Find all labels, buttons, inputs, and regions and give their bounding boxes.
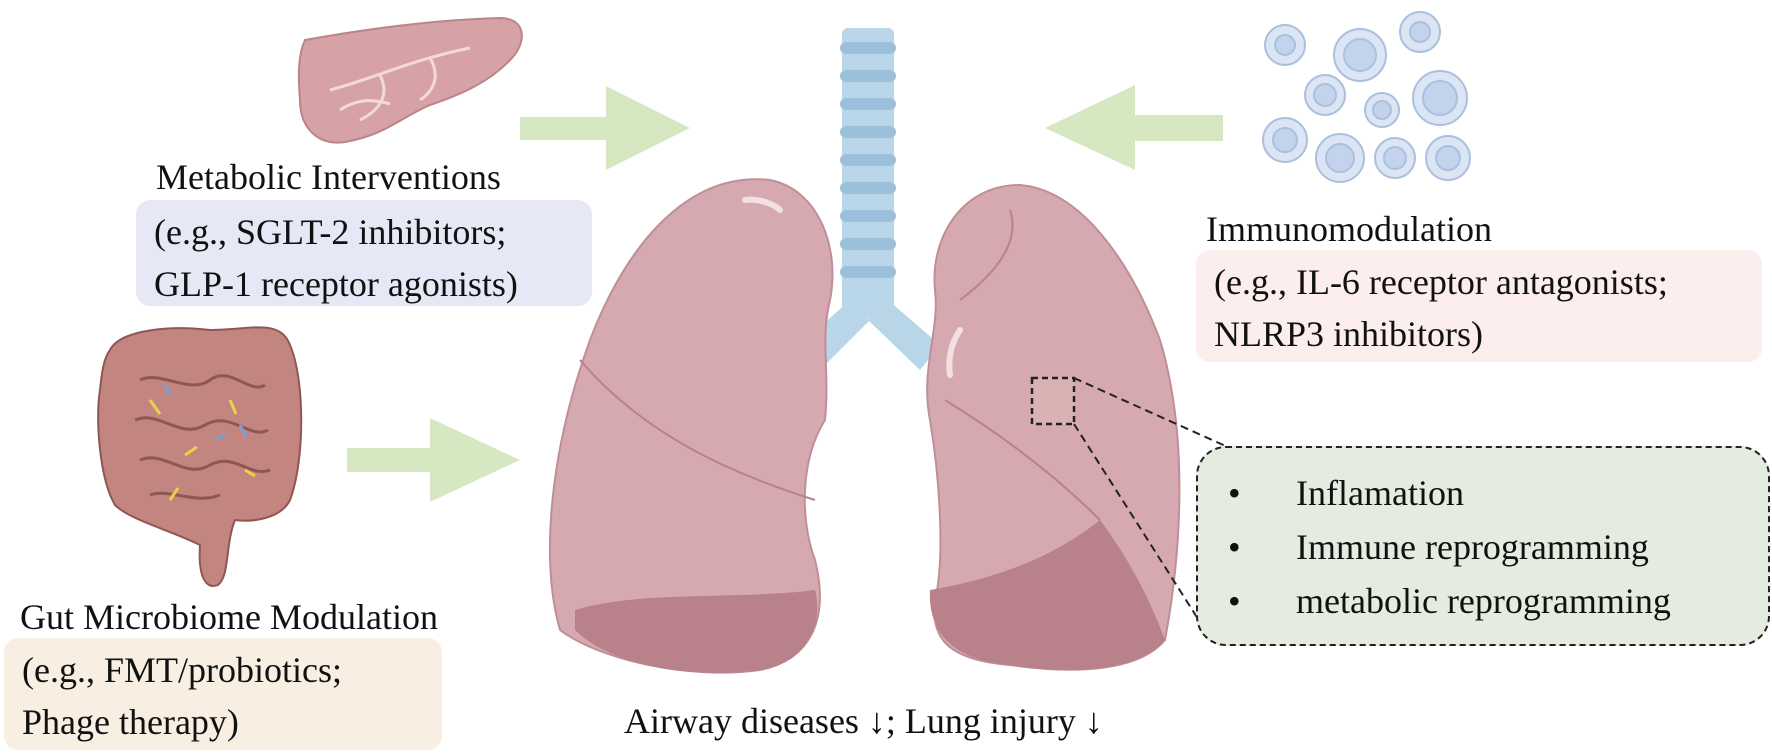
effects-box: • Inflamation • Immune reprogramming • m… [1196, 446, 1770, 646]
immuno-example-line: (e.g., IL-6 receptor antagonists; [1214, 262, 1668, 302]
pancreas-icon [297, 16, 523, 144]
arrow-right-icon [520, 86, 690, 170]
bullet-icon: • [1228, 527, 1241, 567]
effect-label: metabolic reprogramming [1296, 581, 1671, 621]
gut-examples-box: (e.g., FMT/probiotics; Phage therapy) [4, 638, 442, 750]
effect-label: Immune reprogramming [1296, 527, 1649, 567]
immuno-example-line: NLRP3 inhibitors) [1214, 314, 1484, 354]
bullet-icon: • [1228, 473, 1241, 513]
metabolic-title: Metabolic Interventions [156, 157, 501, 197]
immune-cells-icon [1262, 11, 1471, 183]
outcome-text: Airway diseases ↓; Lung injury ↓ [624, 701, 1103, 741]
intestine-icon [97, 326, 303, 587]
gut-example-line: (e.g., FMT/probiotics; [22, 650, 342, 690]
metabolic-examples-box: (e.g., SGLT-2 inhibitors; GLP-1 receptor… [136, 200, 592, 306]
metabolic-example-line: GLP-1 receptor agonists) [154, 264, 518, 304]
effect-label: Inflamation [1296, 473, 1464, 513]
bullet-icon: • [1228, 581, 1241, 621]
arrow-left-icon [1045, 85, 1223, 170]
lungs-icon [549, 28, 1231, 674]
gut-example-line: Phage therapy) [22, 702, 239, 742]
arrow-right-icon [347, 418, 520, 502]
immuno-examples-box: (e.g., IL-6 receptor antagonists; NLRP3 … [1196, 250, 1762, 362]
gut-title: Gut Microbiome Modulation [20, 597, 438, 637]
immuno-title: Immunomodulation [1206, 209, 1492, 249]
metabolic-example-line: (e.g., SGLT-2 inhibitors; [154, 212, 507, 252]
